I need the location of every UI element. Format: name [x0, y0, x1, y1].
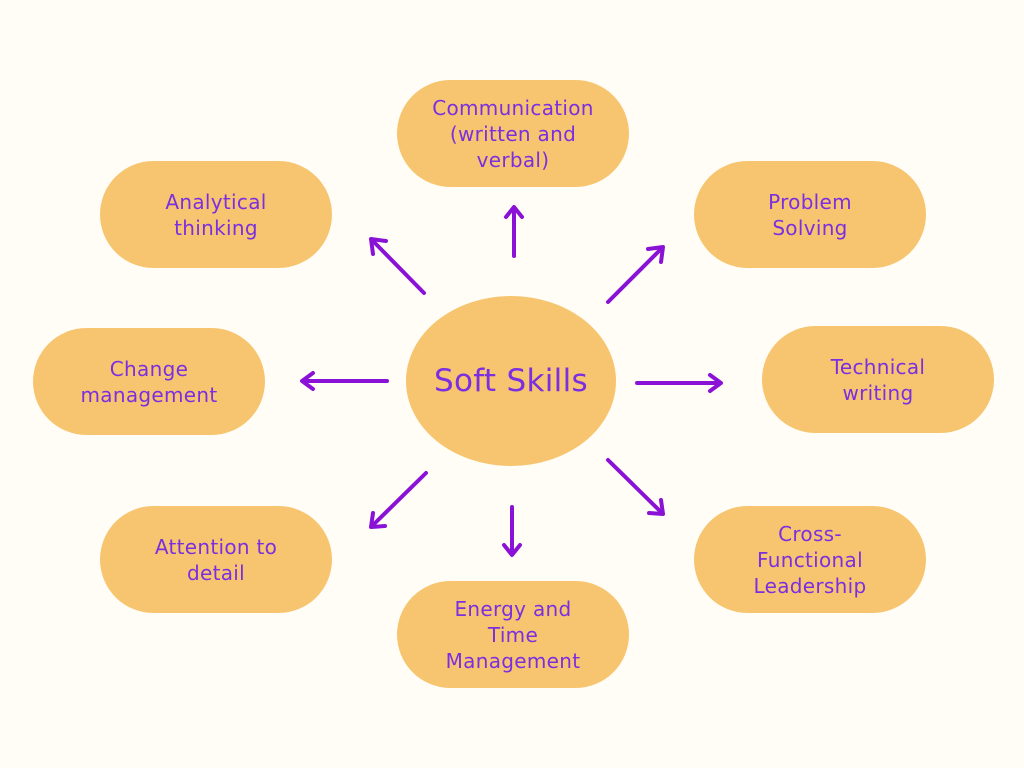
skill-cross-functional-leadership: Cross- Functional Leadership — [694, 506, 926, 613]
skill-energy-time-management: Energy and Time Management — [397, 581, 629, 688]
central-topic: Soft Skills — [406, 296, 616, 466]
arrow-to-change-management — [300, 371, 389, 391]
arrow-to-cross-functional-leadership — [606, 458, 665, 516]
skill-attention-to-detail: Attention to detail — [100, 506, 332, 613]
arrow-to-technical-writing — [635, 373, 723, 393]
arrow-to-communication — [504, 205, 524, 258]
arrow-to-analytical-thinking — [369, 237, 426, 295]
arrow-to-attention-to-detail — [369, 471, 428, 529]
skill-communication: Communication (written and verbal) — [397, 80, 629, 187]
skill-change-management: Change management — [33, 328, 265, 435]
arrow-to-problem-solving — [606, 245, 665, 304]
arrow-to-energy-time-management — [502, 505, 522, 557]
skill-analytical-thinking: Analytical thinking — [100, 161, 332, 268]
skill-technical-writing: Technical writing — [762, 326, 994, 433]
skill-problem-solving: Problem Solving — [694, 161, 926, 268]
